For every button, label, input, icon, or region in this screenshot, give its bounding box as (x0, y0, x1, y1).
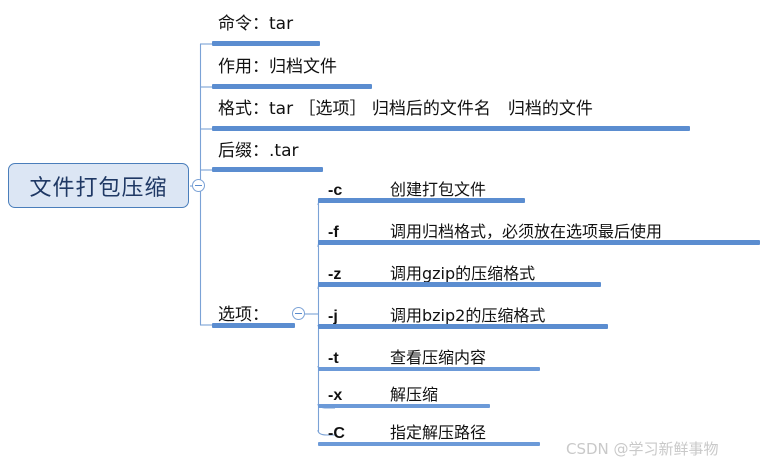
option-flag-t: -t (328, 350, 339, 367)
option-desc-c: 创建打包文件 (390, 180, 487, 199)
branch-underline-suffix (212, 167, 323, 172)
branch-underline-format (212, 126, 690, 131)
option-underline-z (318, 282, 601, 287)
option-flag-C: -C (328, 425, 345, 442)
branch-node-options[interactable]: 选项： (218, 305, 269, 325)
branch-node-command[interactable]: 命令：tar (218, 14, 294, 34)
option-flag-x: -x (328, 387, 343, 404)
branch-underline-purpose (212, 84, 372, 89)
branch-node-suffix[interactable]: 后缀：.tar (218, 141, 299, 161)
watermark-text: CSDN @学习新鲜事物 (566, 440, 719, 458)
branch-node-format[interactable]: 格式：tar ［选项］ 归档后的文件名 归档的文件 (218, 99, 593, 119)
option-underline-C (318, 442, 540, 446)
branch-node-purpose[interactable]: 作用：归档文件 (218, 57, 337, 77)
option-row-t[interactable]: -t 查看压缩内容 (328, 344, 486, 368)
option-underline-f (318, 240, 760, 245)
option-flag-c: -c (328, 182, 343, 199)
option-desc-j: 调用bzip2的压缩格式 (390, 306, 546, 325)
option-desc-z: 调用gzip的压缩格式 (390, 264, 536, 283)
option-underline-c (318, 198, 525, 203)
branch-underline-options (212, 323, 295, 328)
option-desc-f: 调用归档格式，必须放在选项最后使用 (390, 222, 663, 241)
root-node-label: 文件打包压缩 (29, 175, 168, 201)
collapse-minus-icon-options[interactable] (292, 307, 305, 320)
option-row-j[interactable]: -j 调用bzip2的压缩格式 (328, 302, 545, 326)
root-node[interactable]: 文件打包压缩 (8, 163, 189, 208)
option-underline-x (318, 404, 490, 408)
option-row-x[interactable]: -x 解压缩 (328, 381, 438, 405)
option-underline-t (318, 367, 540, 371)
option-underline-j (318, 324, 608, 329)
option-row-f[interactable]: -f 调用归档格式，必须放在选项最后使用 (328, 218, 662, 242)
option-row-C[interactable]: -C 指定解压路径 (328, 419, 486, 443)
option-flag-f: -f (328, 224, 339, 241)
option-desc-C: 指定解压路径 (390, 423, 487, 442)
option-flag-z: -z (328, 266, 342, 283)
option-desc-x: 解压缩 (390, 385, 439, 404)
option-row-c[interactable]: -c 创建打包文件 (328, 176, 486, 200)
option-flag-j: -j (328, 308, 338, 325)
collapse-minus-icon-root[interactable] (192, 179, 205, 192)
option-desc-t: 查看压缩内容 (390, 348, 487, 367)
option-row-z[interactable]: -z 调用gzip的压缩格式 (328, 260, 535, 284)
branch-underline-command (212, 41, 320, 46)
